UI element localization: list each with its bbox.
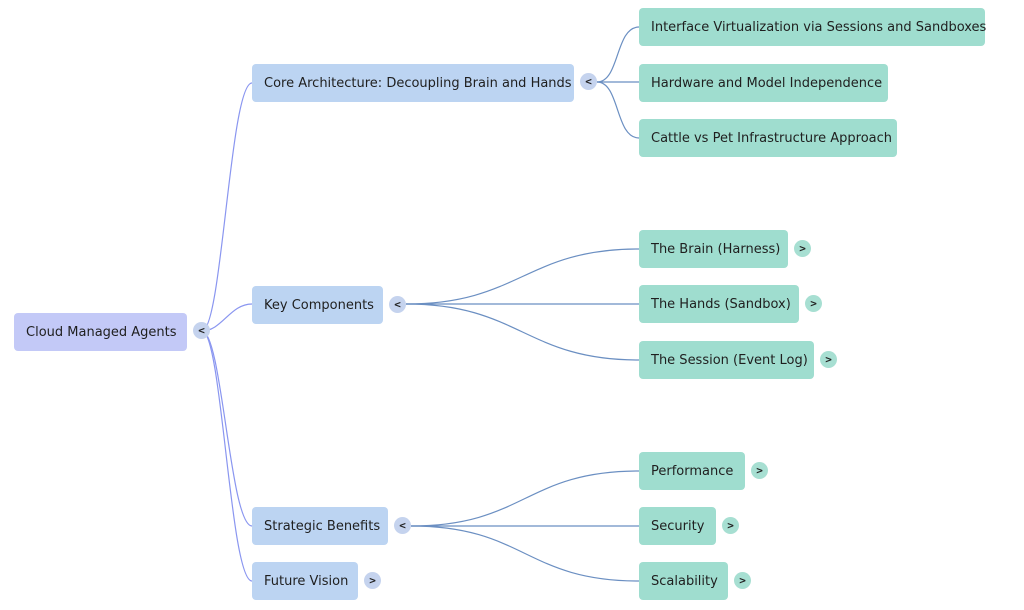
root-collapse-toggle[interactable]: < bbox=[193, 322, 210, 339]
branch-core-architecture[interactable]: Core Architecture: Decoupling Brain and … bbox=[252, 64, 574, 102]
edge-benefits-performance bbox=[410, 470, 640, 527]
edge-components-session bbox=[405, 303, 640, 361]
node-performance[interactable]: Performance bbox=[639, 452, 745, 490]
session-event-log-expand-toggle[interactable]: > bbox=[820, 351, 837, 368]
performance-expand-toggle[interactable]: > bbox=[751, 462, 768, 479]
key-components-collapse-toggle[interactable]: < bbox=[389, 296, 406, 313]
root-node-label: Cloud Managed Agents bbox=[26, 324, 177, 340]
security-expand-toggle[interactable]: > bbox=[722, 517, 739, 534]
node-hands-sandbox[interactable]: The Hands (Sandbox) bbox=[639, 285, 799, 323]
root-node[interactable]: Cloud Managed Agents bbox=[14, 313, 187, 351]
edge-root-future-vision bbox=[201, 330, 253, 582]
branch-future-vision[interactable]: Future Vision bbox=[252, 562, 358, 600]
branch-key-components-label: Key Components bbox=[264, 297, 374, 313]
strategic-benefits-collapse-toggle[interactable]: < bbox=[394, 517, 411, 534]
node-brain-harness[interactable]: The Brain (Harness) bbox=[639, 230, 788, 268]
node-scalability[interactable]: Scalability bbox=[639, 562, 728, 600]
core-architecture-collapse-toggle[interactable]: < bbox=[580, 73, 597, 90]
branch-key-components[interactable]: Key Components bbox=[252, 286, 383, 324]
node-hands-sandbox-label: The Hands (Sandbox) bbox=[651, 296, 791, 312]
node-cattle-vs-pet[interactable]: Cattle vs Pet Infrastructure Approach bbox=[639, 119, 897, 157]
node-brain-harness-label: The Brain (Harness) bbox=[651, 241, 781, 257]
hands-sandbox-expand-toggle[interactable]: > bbox=[805, 295, 822, 312]
scalability-expand-toggle[interactable]: > bbox=[734, 572, 751, 589]
edge-root-strategic-benefits bbox=[201, 330, 253, 527]
branch-core-architecture-label: Core Architecture: Decoupling Brain and … bbox=[264, 75, 572, 91]
node-interface-virtualization[interactable]: Interface Virtualization via Sessions an… bbox=[639, 8, 987, 46]
node-security-label: Security bbox=[651, 518, 705, 534]
future-vision-expand-toggle[interactable]: > bbox=[364, 572, 381, 589]
branch-strategic-benefits-label: Strategic Benefits bbox=[264, 518, 381, 534]
node-session-event-log[interactable]: The Session (Event Log) bbox=[639, 341, 814, 379]
node-performance-label: Performance bbox=[651, 463, 734, 479]
brain-harness-expand-toggle[interactable]: > bbox=[794, 240, 811, 257]
node-interface-virtualization-label: Interface Virtualization via Sessions an… bbox=[651, 19, 987, 35]
edge-core-interface-virtualization bbox=[596, 26, 640, 83]
node-session-event-log-label: The Session (Event Log) bbox=[651, 352, 808, 368]
node-hardware-independence[interactable]: Hardware and Model Independence bbox=[639, 64, 888, 102]
node-cattle-vs-pet-label: Cattle vs Pet Infrastructure Approach bbox=[651, 130, 893, 146]
node-security[interactable]: Security bbox=[639, 507, 716, 545]
edge-core-cattle-vs-pet bbox=[596, 81, 640, 139]
node-scalability-label: Scalability bbox=[651, 573, 718, 589]
edge-components-brain bbox=[405, 248, 640, 305]
branch-strategic-benefits[interactable]: Strategic Benefits bbox=[252, 507, 388, 545]
edge-root-core-architecture bbox=[201, 82, 253, 332]
node-hardware-independence-label: Hardware and Model Independence bbox=[651, 75, 883, 91]
branch-future-vision-label: Future Vision bbox=[264, 573, 349, 589]
edge-benefits-scalability bbox=[410, 525, 640, 582]
